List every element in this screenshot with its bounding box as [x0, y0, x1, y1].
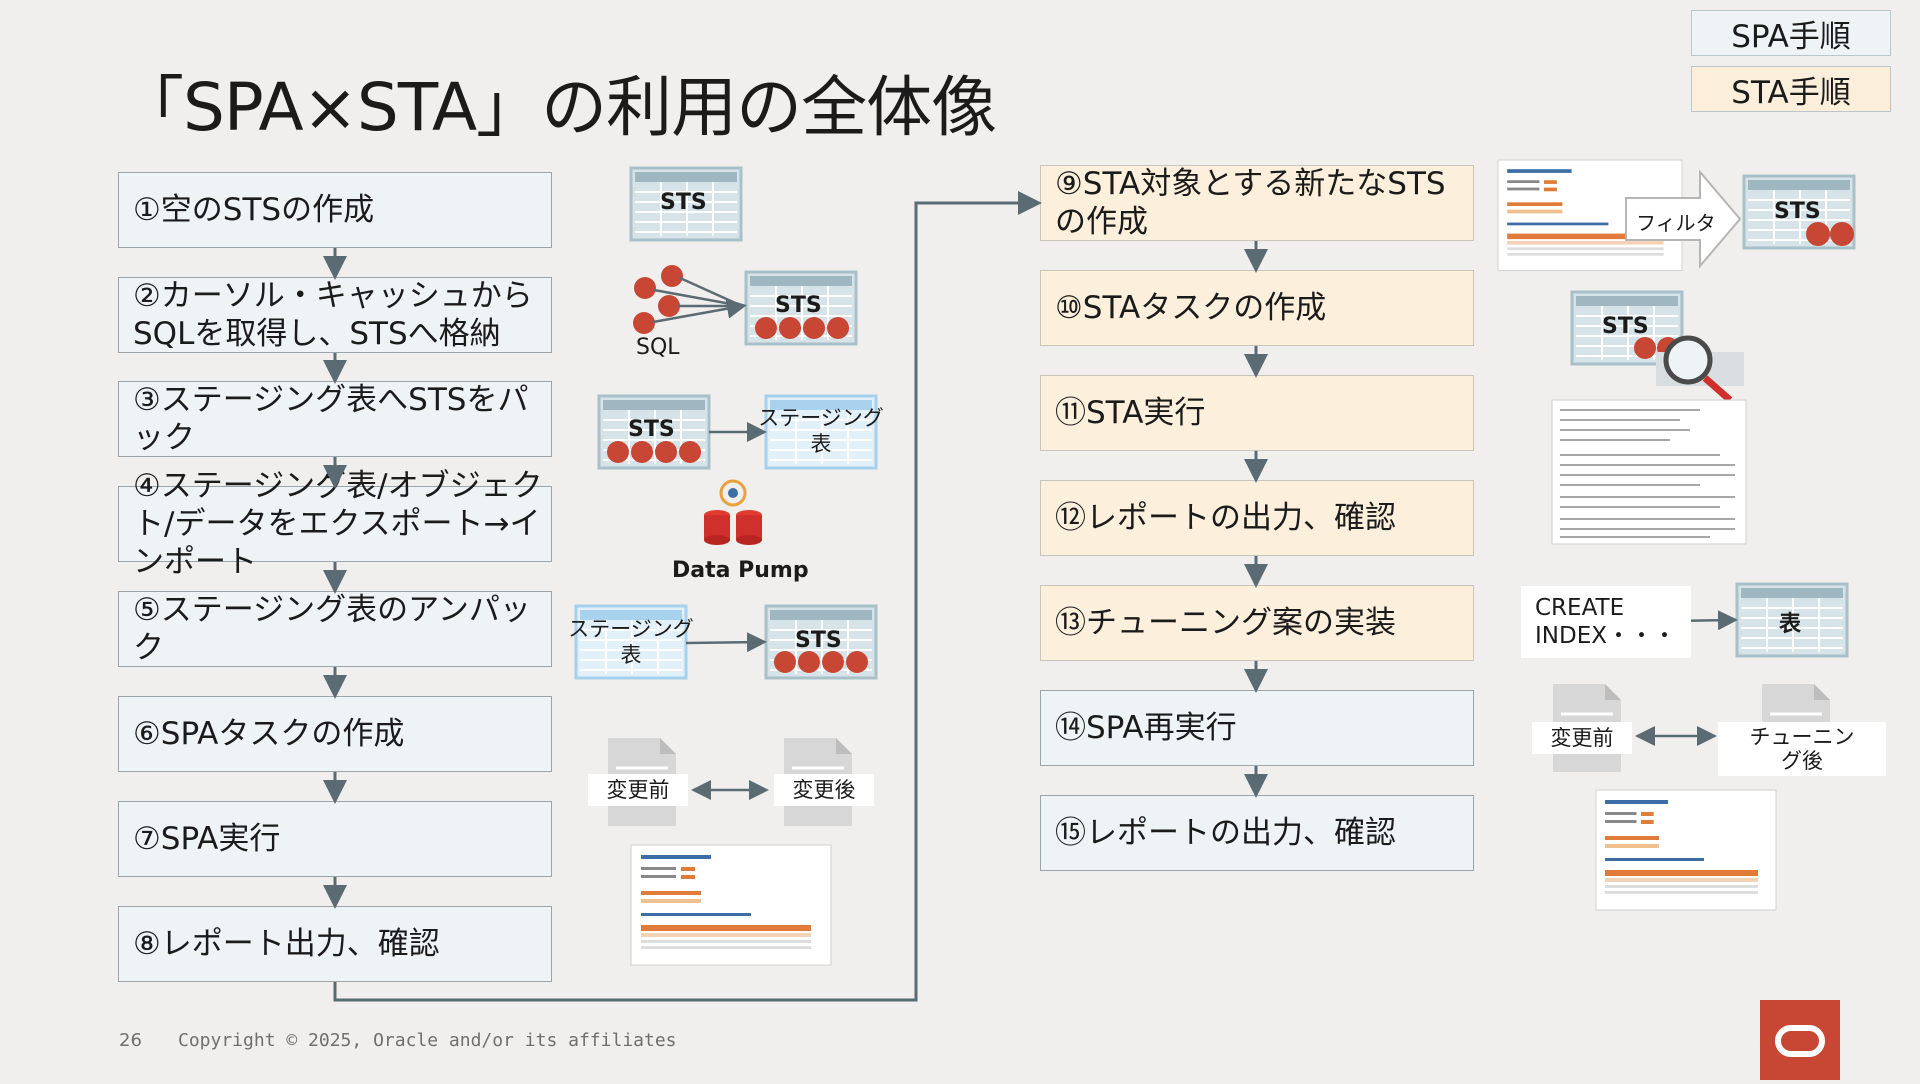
before-label-2: 変更前 — [1532, 722, 1632, 754]
before-label: 変更前 — [588, 774, 688, 806]
oracle-logo — [1760, 1000, 1840, 1080]
sts-label-5: STS — [1774, 199, 1821, 224]
after-label: 変更後 — [774, 774, 874, 806]
create-index-label: CREATE INDEX・・・ — [1521, 586, 1691, 658]
step-7: ⑦SPA実行 — [118, 801, 552, 877]
data-pump-label: Data Pump — [672, 558, 809, 583]
step-1: ①空のSTSの作成 — [118, 172, 552, 248]
sts-label-2: STS — [775, 293, 822, 318]
legend-spa: SPA手順 — [1691, 10, 1891, 56]
table-label: 表 — [1779, 612, 1802, 637]
staging-label-2: ステージング表 — [568, 617, 694, 667]
step-2: ②カーソル・キャッシュからSQLを取得し、STSへ格納 — [118, 277, 552, 353]
sts-label-1: STS — [660, 190, 707, 215]
step-14: ⑭SPA再実行 — [1040, 690, 1474, 766]
step-3: ③ステージング表へSTSをパック — [118, 381, 552, 457]
staging-label-1: ステージング表 — [758, 406, 884, 456]
step-5: ⑤ステージング表のアンパック — [118, 591, 552, 667]
step-8: ⑧レポート出力、確認 — [118, 906, 552, 982]
copyright: Copyright © 2025, Oracle and/or its affi… — [178, 1030, 677, 1051]
sts-label-6: STS — [1602, 314, 1649, 339]
page-title: 「SPA×STA」の利用の全体像 — [118, 69, 997, 146]
step-15: ⑮レポートの出力、確認 — [1040, 795, 1474, 871]
step-11: ⑪STA実行 — [1040, 375, 1474, 451]
step-10: ⑩STAタスクの作成 — [1040, 270, 1474, 346]
data-pump-icon — [704, 479, 762, 545]
step-9: ⑨STA対象とする新たなSTSの作成 — [1040, 165, 1474, 241]
filter-label: フィルタ — [1636, 211, 1716, 235]
step-13: ⑬チューニング案の実装 — [1040, 585, 1474, 661]
sts-label-3: STS — [628, 417, 675, 442]
oracle-o-icon — [1775, 1025, 1825, 1057]
sql-label: SQL — [636, 335, 680, 360]
page-number: 26 — [119, 1030, 142, 1051]
sts-label-4: STS — [795, 628, 842, 653]
after-tuning-label: チューニング後 — [1718, 722, 1886, 776]
legend-sta: STA手順 — [1691, 66, 1891, 112]
